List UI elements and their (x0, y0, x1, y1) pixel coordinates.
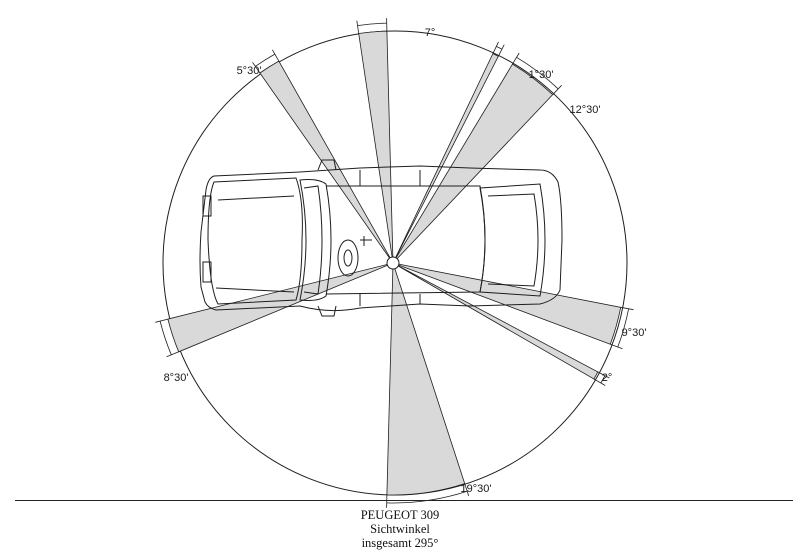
label-8deg30: 8°30' (164, 372, 189, 384)
sector-front-right-wide (392, 63, 554, 264)
sector-front-left-extension-line-1 (272, 49, 280, 62)
sector-right-rear-narrow-extension-line-1 (593, 378, 606, 386)
sector-rear-extension-line-0 (464, 483, 470, 497)
sector-front-right-wide-extension-line-1 (552, 85, 562, 95)
sector-front-right-narrow-extension-line-1 (497, 44, 505, 57)
label-7deg: 7° (425, 27, 436, 39)
caption-divider (15, 500, 793, 501)
sector-front-left-extension-line-0 (252, 62, 261, 74)
sector-right-rear-narrow-extension-line-0 (597, 371, 610, 379)
label-2deg: 2° (602, 372, 613, 384)
label-19deg30: 19°30' (461, 483, 492, 495)
car-top-view (199, 159, 563, 317)
sector-front-right-narrow-dimension-arc (496, 46, 503, 50)
sector-front-right-wide-dimension-arc (516, 56, 559, 90)
sector-front-center (358, 30, 394, 264)
label-5deg30: 5°30' (237, 65, 262, 77)
sector-left-rear-extension-line-0 (166, 351, 179, 358)
label-9deg30: 9°30' (622, 327, 647, 339)
sector-right-rear (392, 262, 622, 345)
sector-left-rear-extension-line-1 (155, 318, 168, 323)
sector-front-right-narrow-extension-line-0 (492, 41, 499, 54)
caption: PEUGEOT 309 Sichtwinkel insgesamt 295° (300, 508, 500, 550)
caption-total: insgesamt 295° (361, 536, 439, 550)
label-1deg30: 1°30' (529, 69, 554, 81)
sector-right-rear-extension-line-0 (620, 306, 634, 311)
caption-title: Sichtwinkel (370, 522, 430, 536)
sector-front-right-wide-extension-line-0 (512, 52, 520, 65)
sector-front-center-extension-line-0 (356, 20, 360, 34)
sector-right-rear-extension-line-1 (610, 343, 623, 350)
sector-front-center-dimension-arc (357, 22, 387, 26)
caption-model: PEUGEOT 309 (360, 508, 440, 522)
label-12deg30: 12°30' (570, 104, 601, 116)
angle-labels: 7° 5°30' 1°30' 12°30' 9°30' 2° 19°30' 8°… (164, 27, 647, 495)
